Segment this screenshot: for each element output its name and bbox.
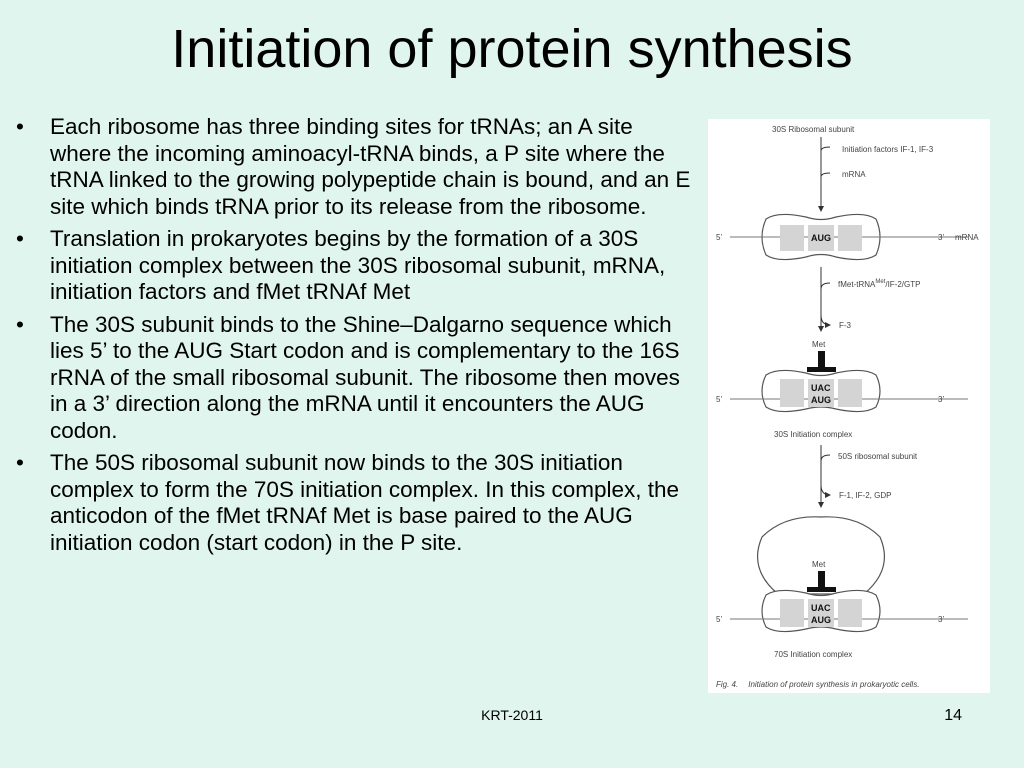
codon-aug: AUG	[811, 233, 831, 243]
label-if3-out: F-3	[839, 321, 852, 330]
p-site-box-2	[808, 379, 834, 407]
label-50s-subunit: 50S ribosomal subunit	[838, 452, 918, 461]
label-factors-out: F-1, IF-2, GDP	[839, 491, 891, 500]
label-30s-subunit: 30S Ribosomal subunit	[772, 125, 855, 134]
a-site-box-3	[838, 599, 862, 627]
p-site-box	[808, 225, 834, 251]
e-site-box-3	[780, 599, 804, 627]
label-30s-complex: 30S Initiation complex	[774, 430, 852, 439]
bullet-list: Each ribosome has three binding sites fo…	[14, 114, 694, 562]
branch-in-mrna	[820, 172, 831, 178]
p-site-box-3	[808, 599, 834, 627]
protein-synthesis-figure: 30S Ribosomal subunit Initiation factors…	[708, 119, 990, 693]
trna-base-1	[807, 367, 836, 372]
label-mrna-in: mRNA	[842, 170, 866, 179]
branch-out-factors	[820, 484, 831, 498]
label-mrna: mRNA	[955, 233, 979, 242]
footer-text: KRT-2011	[481, 707, 543, 723]
label-three-prime-3: 3’	[938, 615, 944, 624]
anticodon-uac-1: UAC	[811, 383, 831, 393]
anticodon-uac-2: UAC	[811, 603, 831, 613]
branch-in-50s	[820, 454, 831, 462]
label-five-prime-3: 5’	[716, 615, 722, 624]
label-met-2: Met	[812, 560, 826, 569]
bullet-item: The 30S subunit binds to the Shine–Dalga…	[14, 312, 694, 445]
bullet-item: The 50S ribosomal subunit now binds to t…	[14, 450, 694, 556]
e-site-box	[780, 225, 804, 251]
trna-stem-1	[818, 351, 825, 369]
label-five-prime-2: 5’	[716, 395, 722, 404]
trna-base-2	[807, 587, 836, 592]
figure-caption-text: Initiation of protein synthesis in proka…	[748, 680, 920, 689]
branch-out-if3	[820, 314, 831, 328]
e-site-box-2	[780, 379, 804, 407]
slide-title: Initiation of protein synthesis	[171, 19, 853, 79]
branch-in-fmet	[820, 282, 831, 290]
a-site-box	[838, 225, 862, 251]
label-met-1: Met	[812, 340, 826, 349]
label-three-prime: 3’	[938, 233, 944, 242]
page-number: 14	[944, 707, 962, 724]
codon-aug-3: AUG	[811, 615, 831, 625]
figure-caption: Fig. 4. Initiation of protein synthesis i…	[716, 680, 929, 689]
trna-stem-2	[818, 571, 825, 589]
figure-diagram: 30S Ribosomal subunit Initiation factors…	[716, 125, 979, 659]
bullet-item: Translation in prokaryotes begins by the…	[14, 226, 694, 306]
a-site-box-2	[838, 379, 862, 407]
label-five-prime: 5’	[716, 233, 722, 242]
bullet-item: Each ribosome has three binding sites fo…	[14, 114, 694, 220]
large-subunit-shape	[756, 516, 886, 595]
label-three-prime-2: 3’	[938, 395, 944, 404]
codon-aug-2: AUG	[811, 395, 831, 405]
figure-caption-number: Fig. 4.	[716, 680, 739, 689]
label-init-factors: Initiation factors IF-1, IF-3	[842, 145, 934, 154]
label-70s-complex: 70S Initiation complex	[774, 650, 852, 659]
label-fmet-trna: fMet-tRNAMet/IF-2/GTP	[838, 279, 920, 289]
branch-in-factors	[820, 146, 831, 152]
